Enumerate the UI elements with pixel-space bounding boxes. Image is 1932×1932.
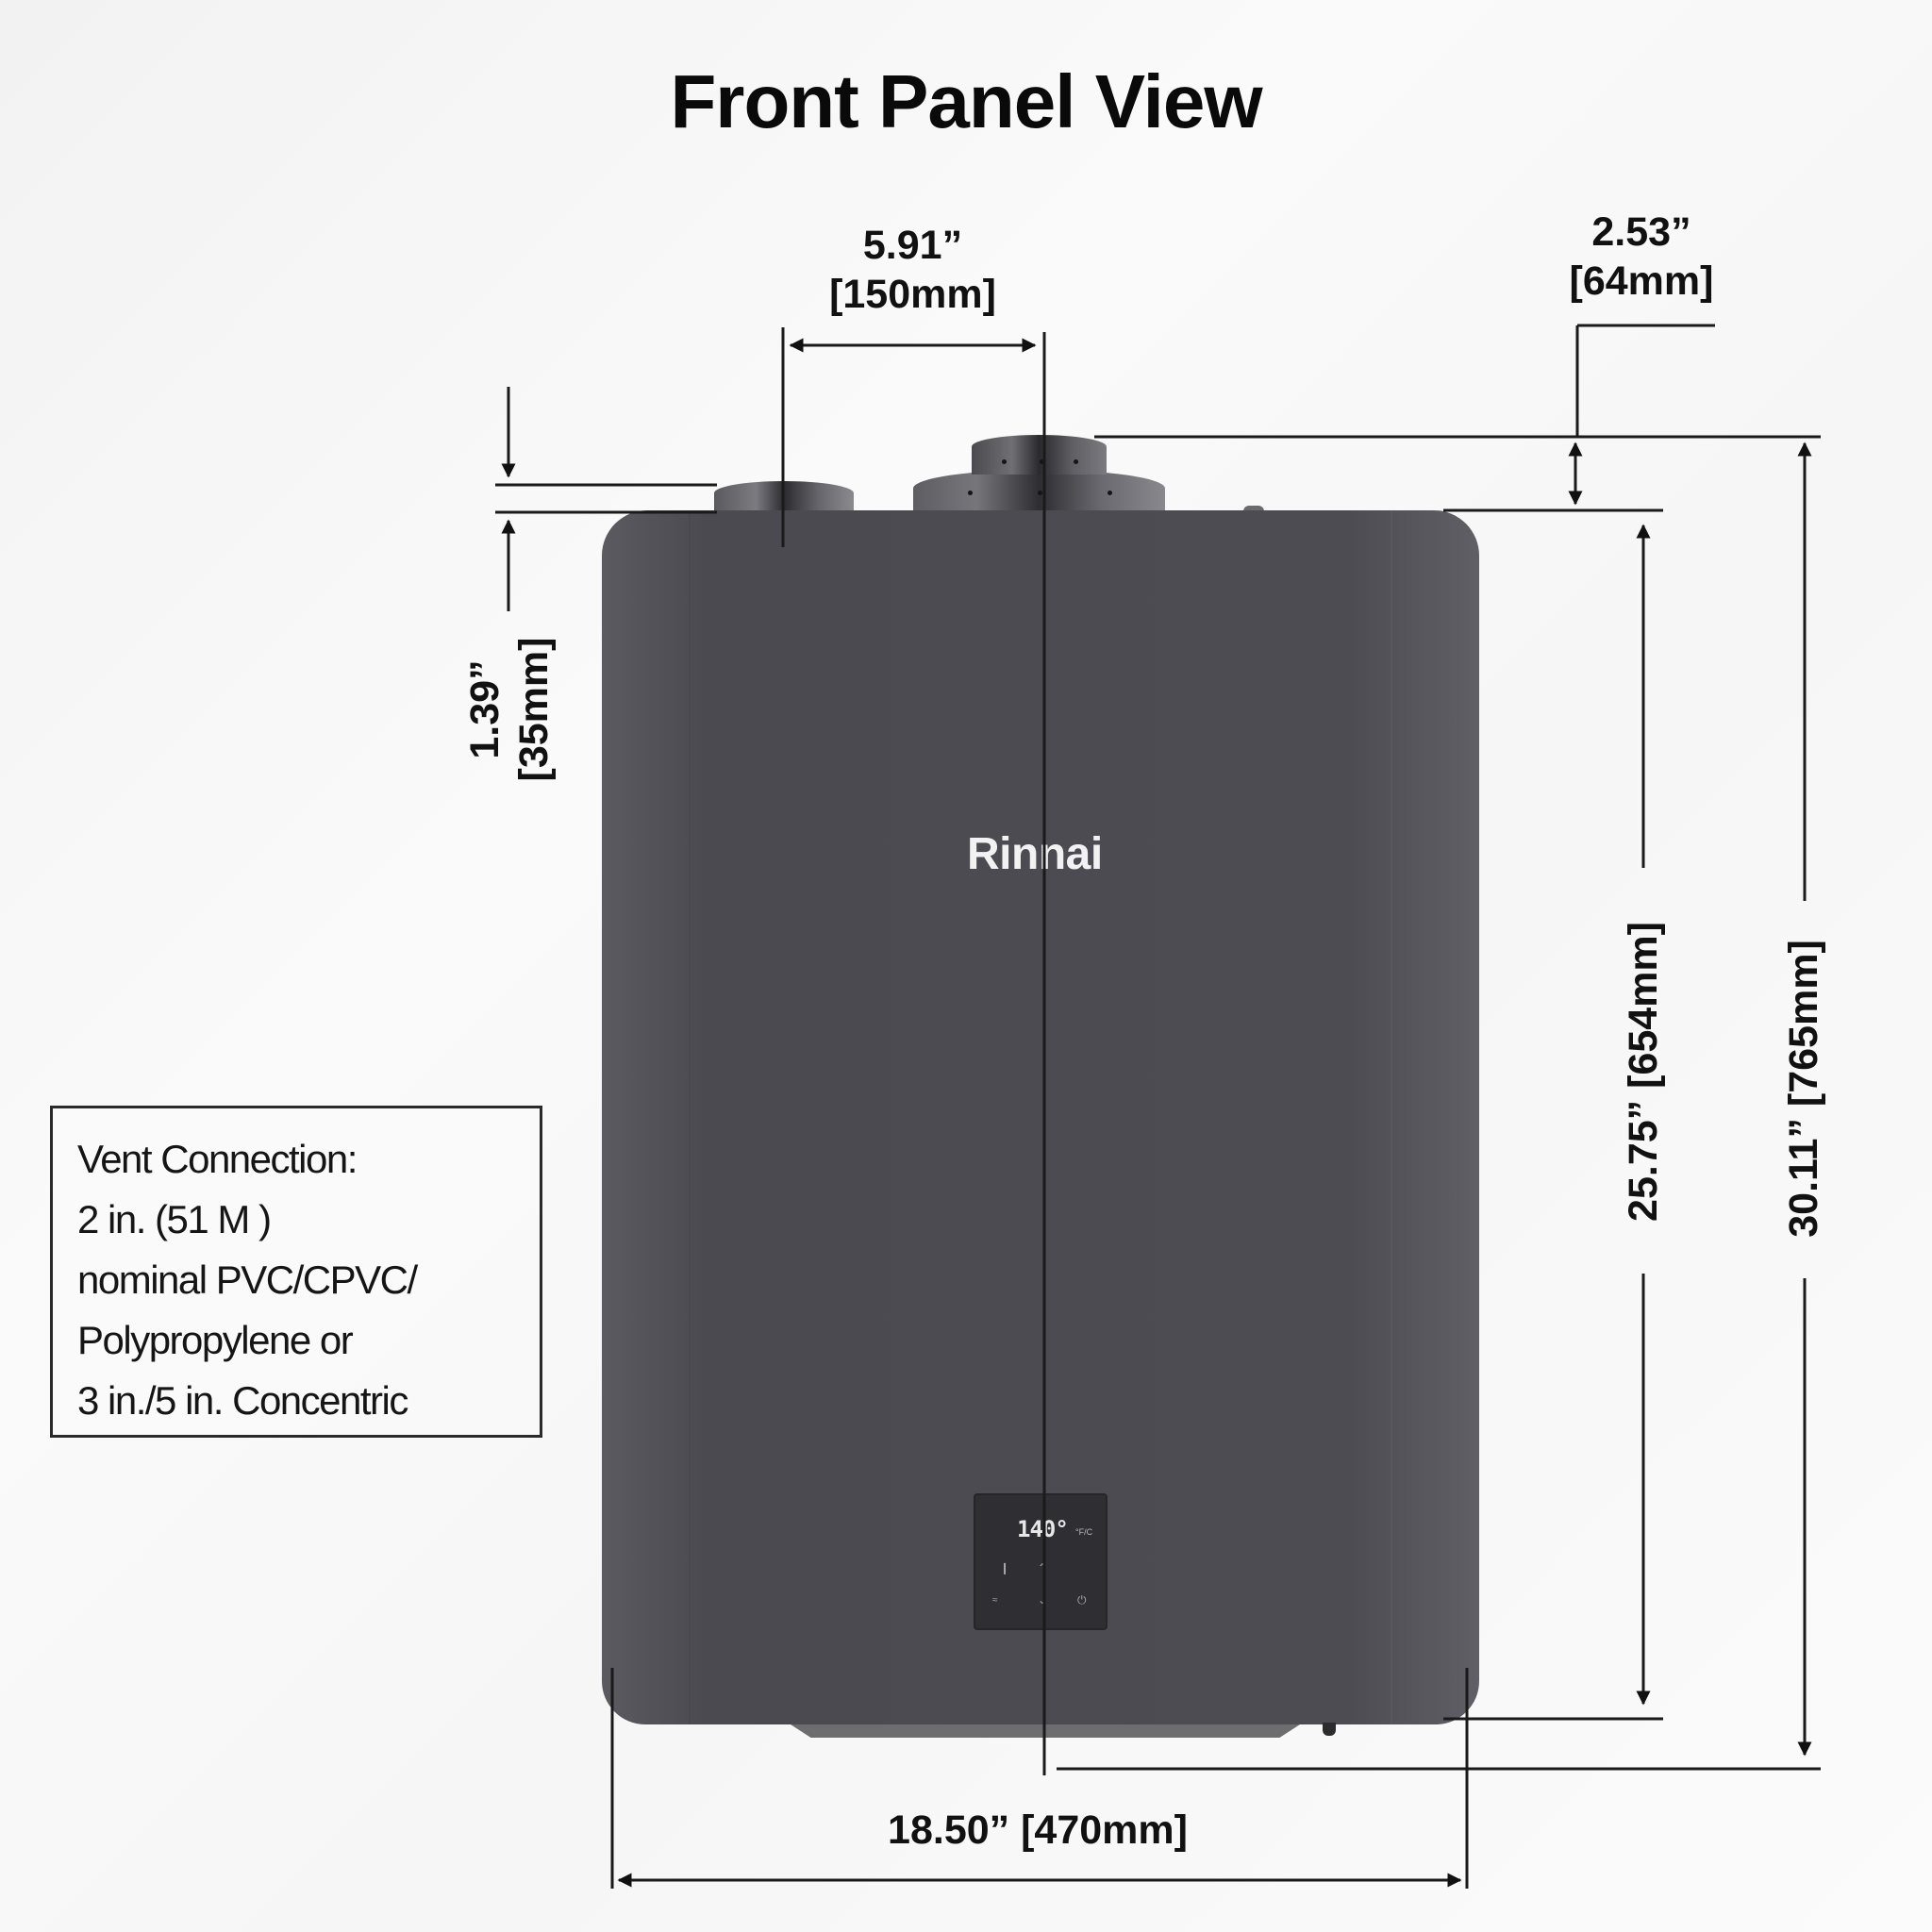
body-seam [689, 510, 691, 1724]
pipe-screw [1038, 491, 1042, 495]
body-seam [1391, 510, 1392, 1724]
vent-note-line: nominal PVC/CPVC/ [77, 1257, 418, 1302]
page-title: Front Panel View [670, 59, 1262, 143]
top-sensor-bump [1243, 506, 1264, 511]
control-panel: 140° °F/C ❙ ⌃ ≈ ⌄ ⏻ [974, 1493, 1108, 1630]
temperature-unit: °F/C [1075, 1527, 1093, 1537]
exhaust-pipe-collar [913, 470, 1165, 511]
intake-height-inches: 1.39” [462, 659, 508, 759]
pipe-screw [968, 491, 973, 495]
vent-note-line: 2 in. (51 M ) [77, 1197, 272, 1241]
pipe-spacing-mm: [150mm] [829, 272, 996, 317]
exhaust-height-label: 2.53” [64mm] [1547, 208, 1736, 306]
exhaust-pipe [972, 435, 1107, 475]
pipe-screw [1002, 459, 1007, 464]
vent-note-line: 3 in./5 in. Concentric [77, 1378, 408, 1423]
drain-plug [1323, 1723, 1336, 1736]
down-arrow-icon[interactable]: ⌄ [1038, 1593, 1048, 1607]
body-height-label: 25.75” [654mm] [1621, 922, 1666, 1222]
brand-logo: Rinnai [967, 829, 1103, 879]
temperature-display: 140° [1017, 1516, 1069, 1542]
vent-note-line: Polypropylene or [77, 1318, 354, 1362]
width-label: 18.50” [470mm] [888, 1807, 1188, 1853]
up-arrow-icon[interactable]: ⌃ [1038, 1561, 1048, 1574]
pipe-spacing-inches: 5.91” [862, 223, 963, 268]
bath-icon[interactable]: ❙ [1000, 1561, 1010, 1574]
exhaust-height-mm: [64mm] [1569, 258, 1714, 304]
intake-height-mm: [35mm] [511, 637, 557, 782]
vent-connection-note: Vent Connection: 2 in. (51 M ) nominal P… [50, 1106, 542, 1438]
pipe-spacing-label: 5.91” [150mm] [811, 221, 1014, 319]
shower-icon[interactable]: ≈ [992, 1595, 998, 1606]
vent-note-line: Vent Connection: [77, 1137, 358, 1181]
total-height-label: 30.11” [765mm] [1781, 940, 1826, 1238]
pipe-screw [1040, 459, 1044, 464]
pipe-screw [1108, 491, 1112, 495]
intake-height-label: 1.39” [35mm] [460, 596, 558, 823]
pipe-screw [1074, 459, 1078, 464]
power-icon[interactable]: ⏻ [1077, 1593, 1087, 1607]
exhaust-height-inches: 2.53” [1591, 209, 1691, 255]
